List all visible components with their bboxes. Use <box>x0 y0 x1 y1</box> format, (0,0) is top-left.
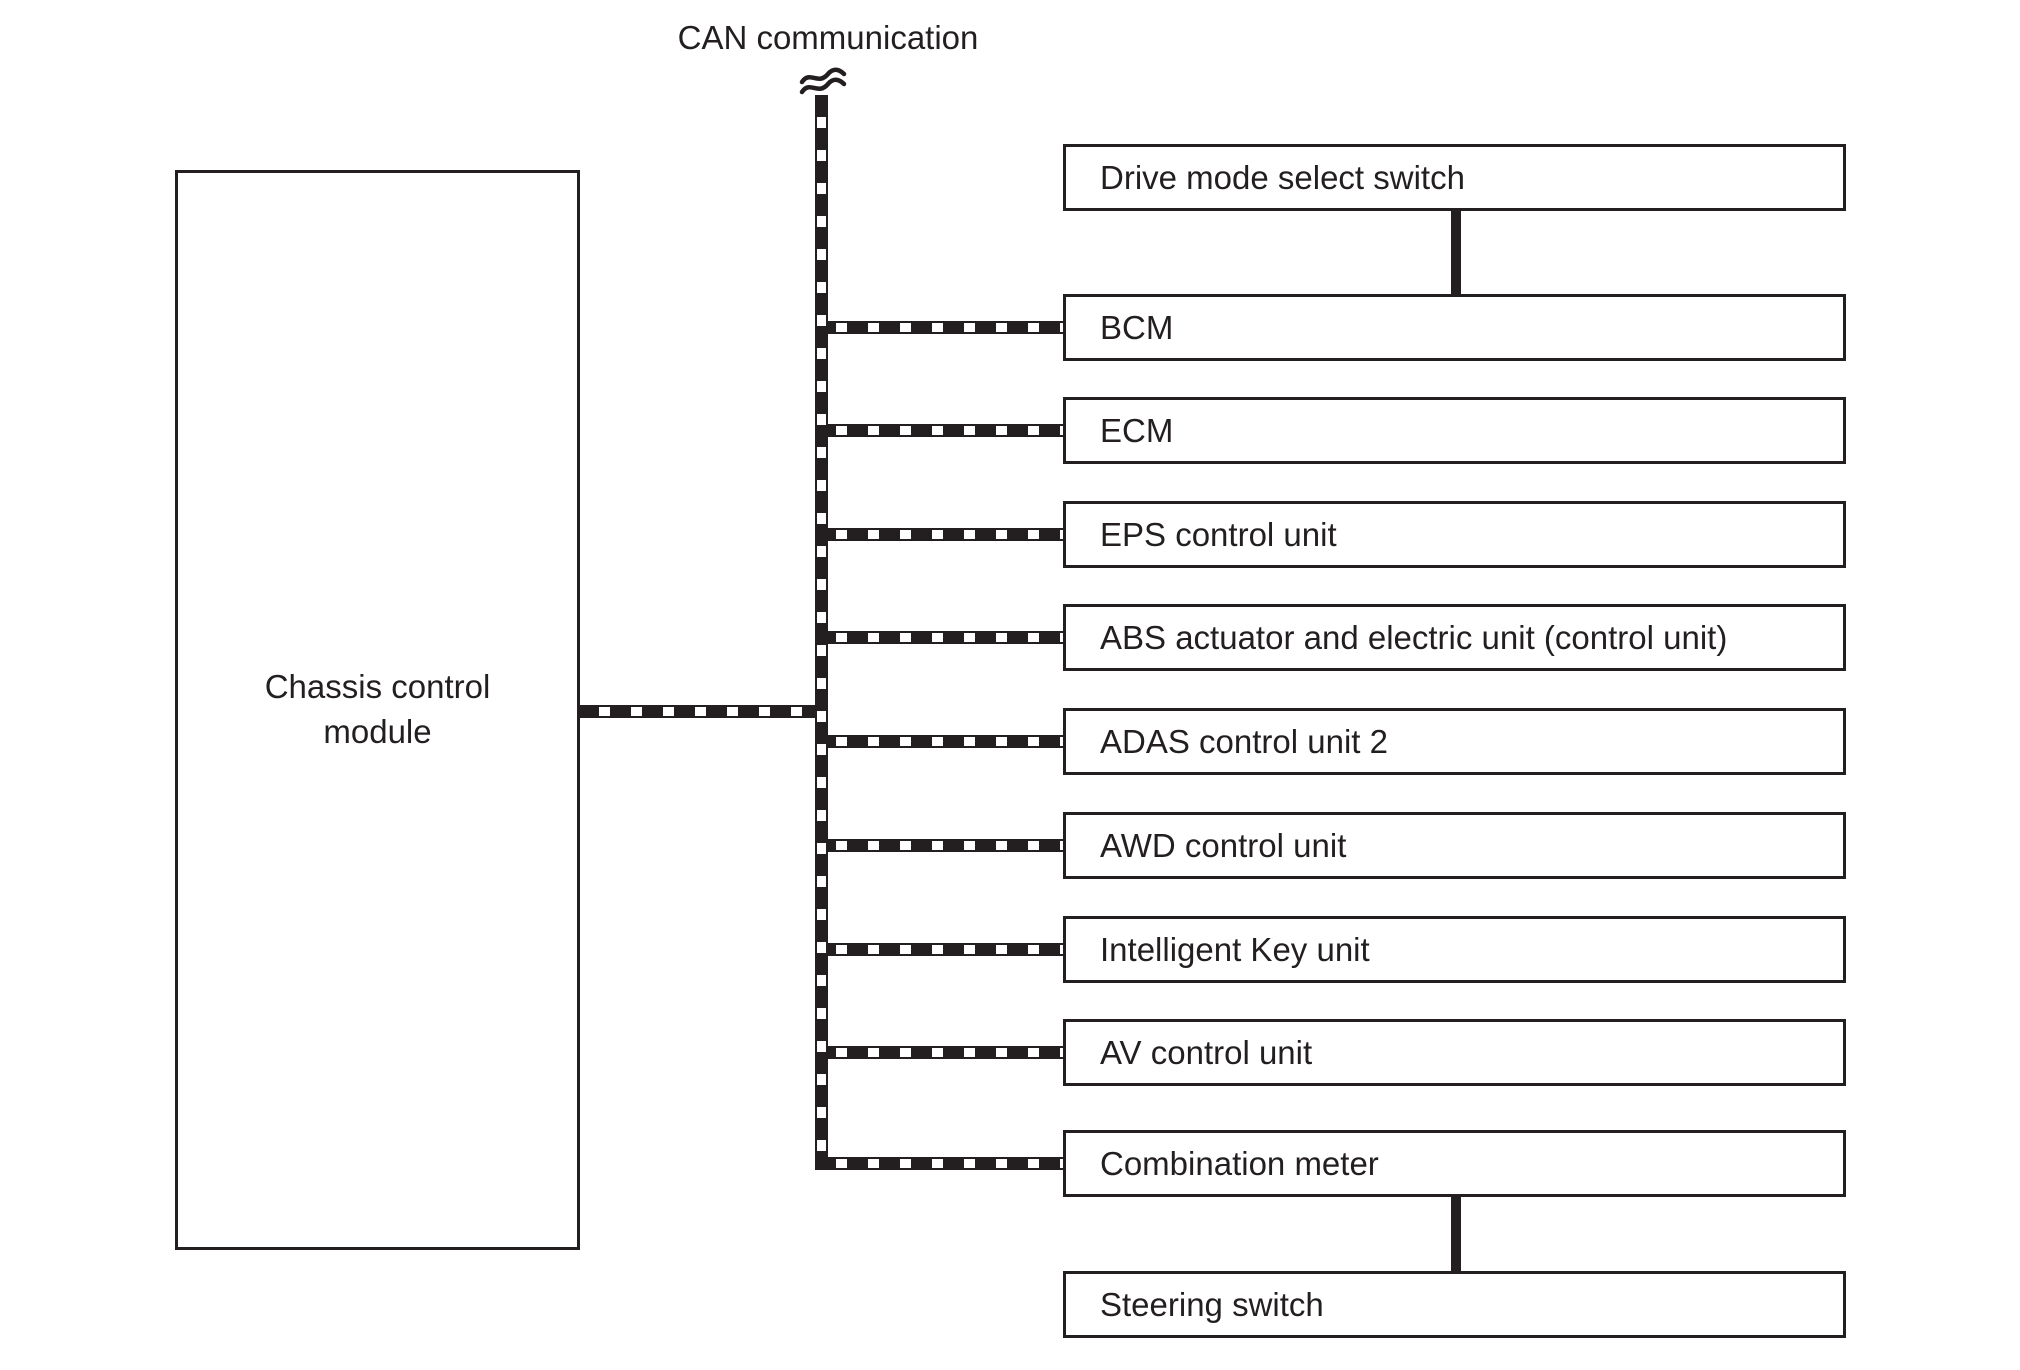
node-box-awd-control-unit: AWD control unit <box>1063 812 1846 879</box>
node-label: Drive mode select switch <box>1100 158 1465 196</box>
combination-meter-to-steering-connector <box>1451 1195 1461 1274</box>
chassis-to-bus-line <box>578 705 822 718</box>
chassis-control-module-label: Chassis control module <box>264 668 491 750</box>
node-label: EPS control unit <box>1100 515 1337 553</box>
can-branch-line-av <box>815 1046 1063 1059</box>
node-label: ADAS control unit 2 <box>1100 722 1388 760</box>
node-label: BCM <box>1100 308 1174 346</box>
node-box-intelligent-key-unit: Intelligent Key unit <box>1063 916 1846 983</box>
can-branch-line-ecm <box>815 424 1063 437</box>
node-box-drive-mode-select-switch: Drive mode select switch <box>1063 144 1846 211</box>
can-branch-line-adas <box>815 735 1063 748</box>
node-box-av-control-unit: AV control unit <box>1063 1019 1846 1086</box>
node-box-eps-control-unit: EPS control unit <box>1063 501 1846 568</box>
node-label: Combination meter <box>1100 1144 1379 1182</box>
can-branch-line-awd <box>815 839 1063 852</box>
can-communication-label: CAN communication <box>677 19 979 56</box>
can-bus-vertical-line <box>815 95 828 1170</box>
can-branch-line-abs <box>815 631 1063 644</box>
can-bus-break-squiggle-icon <box>799 67 847 95</box>
node-label: Steering switch <box>1100 1285 1324 1323</box>
can-branch-line-bcm <box>815 321 1063 334</box>
node-label: AWD control unit <box>1100 826 1347 864</box>
node-label: Intelligent Key unit <box>1100 930 1370 968</box>
node-label: ABS actuator and electric unit (control … <box>1100 618 1728 656</box>
chassis-control-module-box: Chassis control module <box>175 170 580 1250</box>
node-box-adas-control-unit-2: ADAS control unit 2 <box>1063 708 1846 775</box>
node-label: AV control unit <box>1100 1033 1313 1071</box>
can-branch-line-combination-meter <box>815 1157 1063 1170</box>
node-box-steering-switch: Steering switch <box>1063 1271 1846 1338</box>
node-box-abs-actuator: ABS actuator and electric unit (control … <box>1063 604 1846 671</box>
node-box-bcm: BCM <box>1063 294 1846 361</box>
node-box-ecm: ECM <box>1063 397 1846 464</box>
drive-mode-to-bcm-connector <box>1451 209 1461 297</box>
can-branch-line-intelligent-key <box>815 943 1063 956</box>
node-box-combination-meter: Combination meter <box>1063 1130 1846 1197</box>
node-label: ECM <box>1100 411 1174 449</box>
can-branch-line-eps <box>815 528 1063 541</box>
